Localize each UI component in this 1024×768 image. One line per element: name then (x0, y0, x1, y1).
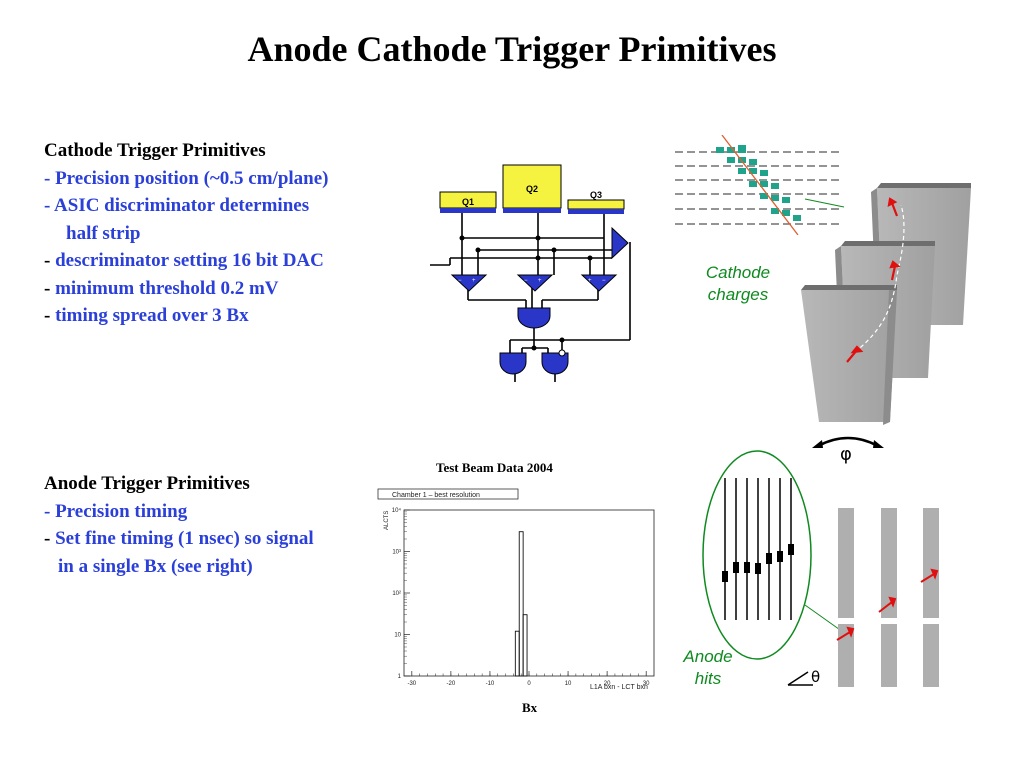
anode-hits-label: Anode hits (683, 647, 733, 688)
plot-frame (403, 509, 655, 677)
cathode-text-block: Cathode Trigger Primitives - Precision p… (44, 137, 329, 330)
cathode-line-5: - minimum threshold 0.2 mV (44, 277, 279, 299)
discriminator-circuit-diagram: Q1 Q2 Q3 (430, 164, 631, 382)
zoom-pointer-line (804, 604, 844, 633)
cathode-heading: Cathode Trigger Primitives (44, 140, 266, 161)
y-tick-label: 10³ (392, 550, 401, 556)
phi-symbol: φ (840, 444, 852, 465)
pointer-line (804, 198, 845, 208)
cathode-charges-label: Cathode charges (705, 263, 771, 304)
x-tick-label: 0 (527, 681, 531, 687)
svg-text:+: + (588, 278, 592, 284)
buffer-amp (611, 226, 629, 260)
comparator-2 (516, 274, 554, 292)
anode-text-block: Anode Trigger Primitives - Precision tim… (44, 470, 314, 580)
and-gate-2 (499, 352, 527, 375)
histogram-bin (522, 614, 528, 677)
x-tick-label: 30 (643, 681, 650, 687)
track-line (721, 135, 799, 235)
x-tick-label: -20 (447, 681, 456, 687)
x-tick-label: -30 (407, 681, 416, 687)
svg-text:−: − (524, 278, 528, 284)
and-gate-1 (517, 307, 551, 329)
anode-heading: Anode Trigger Primitives (44, 473, 250, 494)
phi-rotation-arrow (812, 436, 884, 448)
q2-label: Q2 (526, 184, 538, 194)
anode-line-1: - Precision timing (44, 500, 188, 522)
x-tick-label: 20 (604, 681, 611, 687)
x-axis-label: L1A bxn - LCT bxn (590, 684, 648, 691)
chamber-planes-illustration (801, 183, 971, 425)
y-tick-label: 1 (398, 674, 402, 680)
cathode-line-1: - Precision position (~0.5 cm/plane) (44, 167, 329, 189)
zoom-ellipse (702, 450, 812, 660)
histogram-bin (518, 531, 524, 677)
anode-line-3: in a single Bx (see right) (58, 555, 253, 577)
x-tick-label: 10 (565, 681, 572, 687)
y-tick-label: 10⁴ (392, 507, 402, 514)
histogram-panel-label: Chamber 1 – best resolution (392, 492, 480, 499)
histogram-panel-label-box (377, 488, 519, 500)
cathode-line-2: - ASIC discriminator determines (44, 195, 310, 216)
y-axis-title: ALCTS (384, 511, 390, 530)
and-gate-3 (541, 352, 569, 375)
q1-label: Q1 (462, 197, 474, 207)
cathode-line-6: - timing spread over 3 Bx (44, 305, 249, 326)
svg-text:+: + (472, 278, 476, 284)
anode-line-2: - Set fine timing (1 nsec) so signal (44, 528, 314, 549)
q2-box (502, 164, 562, 209)
comparator-3 (580, 274, 618, 292)
svg-text:−: − (458, 278, 462, 284)
cathode-line-4: - descriminator setting 16 bit DAC (44, 250, 324, 271)
q3-label: Q3 (590, 190, 602, 200)
histogram-x-title: Bx (522, 700, 538, 715)
histogram-caption: Test Beam Data 2004 (436, 460, 553, 475)
page-title: Anode Cathode Trigger Primitives (247, 29, 777, 69)
svg-text:+: + (538, 278, 542, 284)
y-tick-label: 10² (392, 591, 401, 597)
x-tick-label: -10 (486, 681, 495, 687)
theta-symbol: θ (811, 668, 821, 686)
comparator-1 (450, 274, 488, 292)
svg-text:−: − (602, 278, 606, 284)
cathode-line-3: half strip (66, 222, 141, 244)
q3-box (567, 199, 625, 210)
alct-timing-histogram: Chamber 1 – best resolution ALCTS -30 -20… (377, 488, 655, 691)
cathode-strip-pattern (675, 135, 845, 235)
y-tick-label: 10 (394, 633, 401, 639)
anode-wires-illustration (702, 450, 939, 687)
